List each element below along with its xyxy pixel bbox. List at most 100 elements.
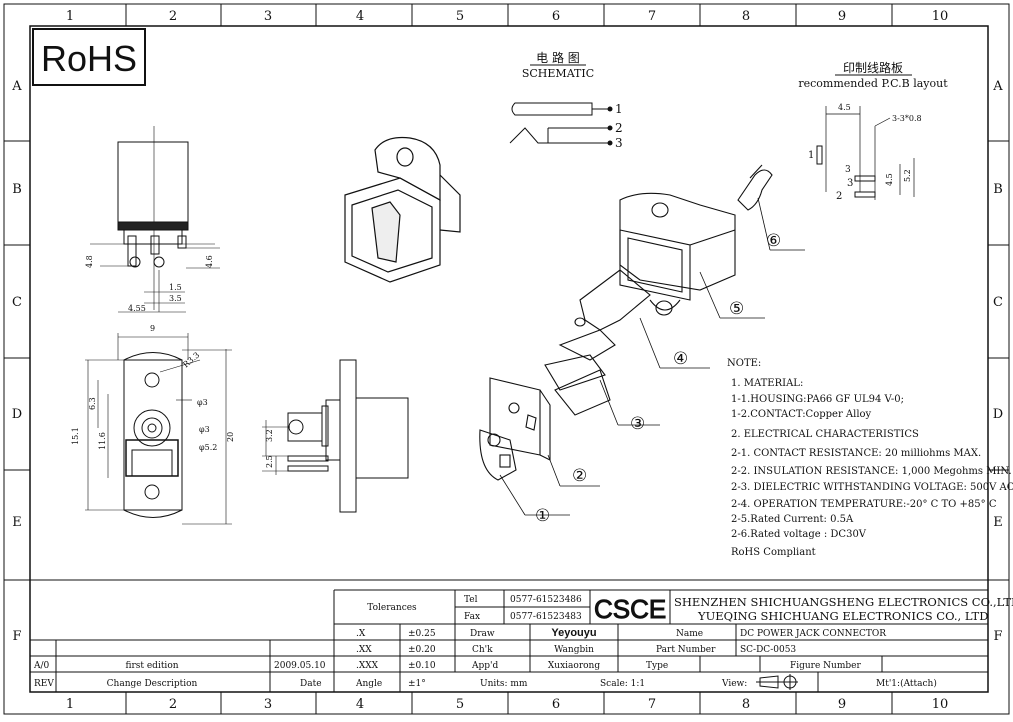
part-label: Part Number bbox=[656, 645, 716, 655]
row-label-left: D bbox=[12, 407, 22, 422]
col-label-top: 9 bbox=[838, 9, 846, 24]
note-line: 2-1. CONTACT RESISTANCE: 20 milliohms MA… bbox=[731, 448, 981, 459]
side-dim: 2.5 bbox=[265, 455, 274, 468]
note-line: RoHS Compliant bbox=[731, 547, 816, 558]
row-ticks bbox=[4, 140, 1009, 581]
name-label: Name bbox=[676, 629, 703, 639]
col-label-bottom: 9 bbox=[838, 697, 846, 712]
side-dim: 3.2 bbox=[265, 429, 274, 442]
notes: NOTE: 1. MATERIAL: 1-1.HOUSING:PA66 GF U… bbox=[727, 358, 1013, 558]
row-label-left: C bbox=[12, 295, 22, 310]
col-label-bottom: 4 bbox=[356, 697, 364, 712]
title-block bbox=[29, 579, 988, 692]
front-dim: 4.55 bbox=[128, 304, 146, 313]
figure-label: Figure Number bbox=[790, 661, 861, 671]
tol-value: ±0.10 bbox=[408, 661, 436, 671]
side-view bbox=[262, 359, 409, 513]
rev-date: 2009.05.10 bbox=[274, 661, 326, 671]
fax-label: Fax bbox=[464, 612, 480, 622]
schematic-title-cn: 电 路 图 bbox=[536, 50, 580, 65]
row-label-left: A bbox=[11, 79, 22, 94]
col-label-top: 3 bbox=[264, 9, 272, 24]
front-dim: 4.6 bbox=[205, 255, 214, 268]
company-name-2: YUEQING SHICHUANG ELECTRONICS CO., LTD bbox=[697, 609, 988, 623]
bottom-dim: R3.3 bbox=[181, 351, 201, 370]
schematic-pin-label: 3 bbox=[615, 136, 623, 150]
outer-frame bbox=[3, 3, 1010, 715]
callout-2: ② bbox=[572, 466, 587, 486]
tol-key: .X bbox=[356, 629, 366, 639]
bottom-dim: 15.1 bbox=[71, 427, 80, 445]
callouts: ① ② ③ ④ ⑤ ⑥ bbox=[535, 231, 781, 526]
app-label: App'd bbox=[471, 661, 498, 671]
row-label-left: B bbox=[12, 182, 22, 197]
callout-4: ④ bbox=[673, 349, 688, 369]
rohs-logo-box bbox=[32, 28, 146, 86]
inner-frame bbox=[29, 25, 989, 693]
csce-logo: CSCE bbox=[594, 594, 666, 624]
tol-key: Angle bbox=[355, 679, 382, 689]
row-label-left: F bbox=[12, 629, 21, 644]
front-dim: 1.5 bbox=[169, 283, 182, 292]
housing-3d-view bbox=[344, 136, 461, 283]
callout-leaders bbox=[499, 197, 805, 516]
tol-key: .XXX bbox=[356, 661, 379, 671]
bottom-dim: 9 bbox=[150, 324, 155, 333]
schematic: 电 路 图 SCHEMATIC 1 2 3 bbox=[509, 50, 623, 150]
title-block-text: Tolerances .X ±0.25 .XX ±0.20 .XXX ±0.10… bbox=[33, 595, 1013, 689]
col-label-bottom: 6 bbox=[552, 697, 560, 712]
row-label-right: D bbox=[993, 407, 1003, 422]
col-label-bottom: 10 bbox=[932, 697, 949, 712]
row-label-right: A bbox=[992, 79, 1003, 94]
pcb-pin-label: 2 bbox=[836, 191, 842, 202]
col-label-top: 10 bbox=[932, 9, 949, 24]
col-label-bottom: 3 bbox=[264, 697, 272, 712]
note-line: 1. MATERIAL: bbox=[731, 378, 803, 389]
tel-label: Tel bbox=[464, 595, 478, 605]
col-label-top: 5 bbox=[456, 9, 464, 24]
schematic-pin-label: 1 bbox=[615, 102, 623, 116]
tol-value: ±0.25 bbox=[408, 629, 436, 639]
tolerances-label: Tolerances bbox=[367, 603, 417, 613]
note-line: 2-2. INSULATION RESISTANCE: 1,000 Megohm… bbox=[731, 466, 1012, 477]
rev-code: A/0 bbox=[33, 661, 50, 671]
pcb-title-cn: 印制线路板 bbox=[843, 60, 903, 75]
company-name-1: SHENZHEN SHICHUANGSHENG ELECTRONICS CO.,… bbox=[674, 595, 1013, 609]
rev-header-code: REV bbox=[34, 679, 54, 689]
col-label-bottom: 1 bbox=[66, 697, 74, 712]
bottom-dim: φ3 bbox=[199, 425, 210, 434]
row-label-right: E bbox=[993, 515, 1003, 530]
note-line: 2. ELECTRICAL CHARACTERISTICS bbox=[731, 429, 919, 440]
row-label-right: C bbox=[993, 295, 1003, 310]
tol-key: .XX bbox=[356, 645, 372, 655]
scale-value: Scale: 1:1 bbox=[600, 679, 645, 689]
mt-label: Mt'1:(Attach) bbox=[876, 678, 937, 689]
chk-label: Ch'k bbox=[472, 645, 493, 655]
column-labels: 1 2 3 4 5 6 7 8 9 10 1 2 3 4 5 6 7 8 9 1… bbox=[66, 9, 948, 712]
rev-desc: first edition bbox=[125, 661, 178, 671]
col-label-bottom: 8 bbox=[742, 697, 750, 712]
name-value: DC POWER JACK CONNECTOR bbox=[740, 629, 886, 639]
part-value: SC-DC-0053 bbox=[740, 645, 796, 655]
front-dim: 3.5 bbox=[169, 294, 182, 303]
pcb-dim: 3 bbox=[845, 165, 851, 175]
col-label-top: 2 bbox=[169, 9, 177, 24]
units-value: Units: mm bbox=[480, 679, 528, 689]
callout-5: ⑤ bbox=[729, 299, 744, 319]
pcb-pin-label: 3 bbox=[847, 178, 853, 189]
schematic-pin-label: 2 bbox=[615, 121, 623, 135]
note-line: 1-1.HOUSING:PA66 GF UL94 V-0; bbox=[731, 394, 904, 405]
pcb-pin-label: 1 bbox=[808, 150, 814, 161]
bottom-dim: 11.6 bbox=[98, 432, 107, 450]
exploded-assembly bbox=[479, 164, 773, 481]
bottom-view bbox=[85, 333, 232, 525]
col-label-bottom: 7 bbox=[648, 697, 656, 712]
projection-symbol-icon bbox=[756, 674, 798, 690]
note-line: 1-2.CONTACT:Copper Alloy bbox=[731, 409, 872, 420]
notes-heading: NOTE: bbox=[727, 358, 761, 369]
col-label-top: 6 bbox=[552, 9, 560, 24]
column-ticks bbox=[125, 4, 893, 714]
pcb-dim: 4.5 bbox=[838, 103, 851, 112]
col-label-top: 7 bbox=[648, 9, 656, 24]
app-value: Xuxiaorong bbox=[548, 661, 600, 671]
